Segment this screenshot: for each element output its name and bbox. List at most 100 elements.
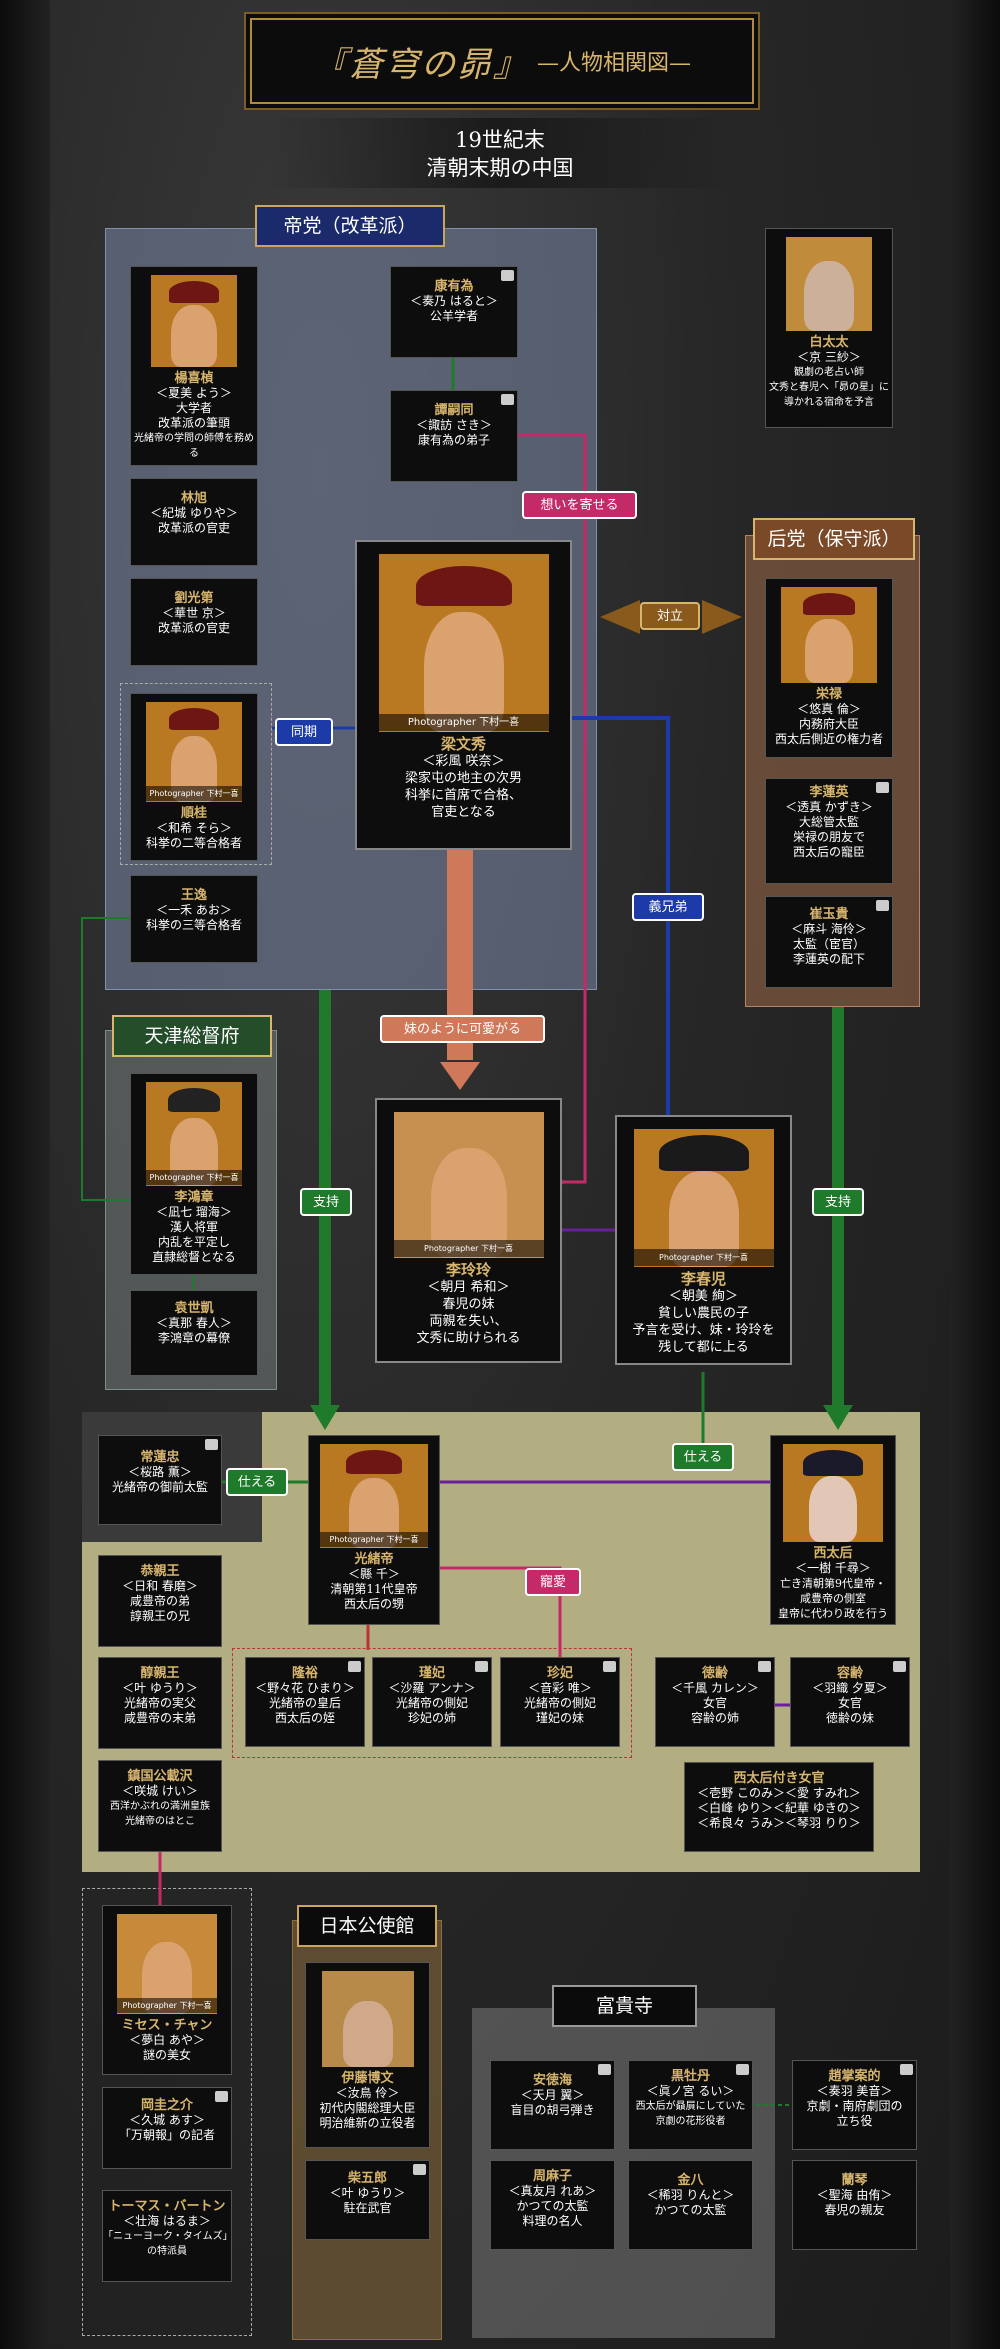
card-an[interactable]: 安徳海 ＜天月 翼＞ 盲目の胡弓弾き bbox=[490, 2060, 615, 2150]
card-tan[interactable]: 譚嗣同 ＜諏訪 さき＞ 康有為の弟子 bbox=[390, 390, 518, 482]
card-zhenguo[interactable]: 鎮国公載沢 ＜咲城 けい＞ 西洋かぶれの満洲皇族 光緒帝のはとこ bbox=[98, 1760, 222, 1852]
card-chun[interactable]: 醇親王 ＜叶 ゆうり＞ 光緒帝の実父 咸豊帝の末弟 bbox=[98, 1657, 222, 1749]
group-chan bbox=[82, 1888, 252, 2336]
card-ronglu[interactable]: 栄禄 ＜悠真 倫＞ 内務府大臣 西太后側近の権力者 bbox=[765, 578, 893, 758]
card-chunr[interactable]: Photographer 下村一喜 李春児 ＜朝美 絢＞ 貧しい農民の子 予言を… bbox=[615, 1115, 792, 1365]
person-desc: 漢人将軍 bbox=[169, 1220, 218, 1234]
card-heimudan[interactable]: 黒牡丹 ＜眞ノ宮 るい＞ 西太后が贔屓にしていた 京劇の花形役者 bbox=[628, 2060, 753, 2150]
person-cast: ＜麻斗 海伶＞ bbox=[791, 922, 867, 936]
person-desc: 盲目の胡弓弾き bbox=[510, 2103, 595, 2117]
card-zhao[interactable]: 趙掌案的 ＜奏羽 美音＞ 京劇・南府劇団の 立ち役 bbox=[792, 2060, 917, 2150]
person-desc: 西太后の甥 bbox=[343, 1597, 404, 1611]
person-desc: 春児の妹 bbox=[442, 1297, 495, 1312]
person-name: 常蓮忠 bbox=[140, 1450, 180, 1465]
card-guangxu[interactable]: Photographer 下村一喜 光緒帝 ＜縣 千＞ 清朝第11代皇帝 西太后… bbox=[308, 1435, 440, 1625]
card-shungui[interactable]: Photographer 下村一喜 順桂 ＜和希 そら＞ 科挙の二等合格者 bbox=[130, 693, 258, 861]
person-name: 金八 bbox=[677, 2173, 704, 2188]
card-liu[interactable]: 劉光第 ＜華世 京＞ 改革派の官吏 bbox=[130, 578, 258, 666]
person-cast: ＜透真 かずき＞ bbox=[785, 800, 873, 814]
card-nyokan[interactable]: 西太后付き女官 ＜壱野 このみ＞＜愛 すみれ＞ ＜白峰 ゆり＞＜紀華 ゆきの＞ … bbox=[684, 1762, 874, 1852]
card-oka[interactable]: 岡圭之介 ＜久城 あす＞ 「万朝報」の記者 bbox=[102, 2087, 232, 2169]
card-gong[interactable]: 恭親王 ＜日和 春磨＞ 咸豊帝の弟 諄親王の兄 bbox=[98, 1555, 222, 1647]
card-shiba[interactable]: 柴五郎 ＜叶 ゆうり＞ 駐在武官 bbox=[305, 2160, 430, 2240]
camera-icon bbox=[603, 1661, 616, 1672]
person-name: 光緒帝 bbox=[354, 1552, 394, 1567]
person-desc: かつての太監 bbox=[516, 2199, 589, 2213]
card-yuan[interactable]: 袁世凱 ＜真那 春人＞ 李鴻章の幕僚 bbox=[130, 1290, 258, 1376]
person-desc: 光緒帝の学問の師傅を務める bbox=[134, 433, 254, 459]
person-cast: ＜彩風 咲奈＞ bbox=[422, 754, 505, 769]
badge-chouai: 寵愛 bbox=[525, 1568, 581, 1596]
person-cast: ＜京 三紗＞ bbox=[797, 350, 861, 364]
portrait-cixi bbox=[783, 1444, 883, 1542]
card-lingling[interactable]: Photographer 下村一喜 李玲玲 ＜朝月 希和＞ 春児の妹 両親を失い… bbox=[375, 1098, 562, 1363]
card-ito[interactable]: 伊藤博文 ＜汝鳥 伶＞ 初代内閣総理大臣 明治維新の立役者 bbox=[305, 1962, 430, 2148]
person-cast: ＜奏羽 美音＞ bbox=[816, 2084, 893, 2098]
photo-credit: Photographer 下村一喜 bbox=[378, 714, 549, 731]
badge-shiji-right: 支持 bbox=[812, 1188, 864, 1216]
person-cast: ＜諏訪 さき＞ bbox=[416, 418, 492, 432]
card-deling[interactable]: 徳齢 ＜千風 カレン＞ 女官 容齢の姉 bbox=[655, 1657, 775, 1747]
person-desc: 李蓮英の配下 bbox=[792, 952, 865, 966]
card-burton[interactable]: トーマス・バートン ＜壮海 はるま＞ 「ニューヨーク・タイムズ」 の特派員 bbox=[102, 2190, 233, 2282]
person-desc: 光緒帝の皇后 bbox=[268, 1696, 341, 1710]
label-japan: 日本公使館 bbox=[297, 1905, 437, 1947]
camera-icon bbox=[348, 1661, 361, 1672]
portrait-bai bbox=[786, 237, 872, 331]
badge-tsukaeru-right: 仕える bbox=[672, 1443, 734, 1471]
person-desc: 大総管太監 bbox=[798, 815, 859, 829]
card-jinba[interactable]: 金八 ＜稀羽 りんと＞ かつての太監 bbox=[628, 2160, 753, 2250]
card-lilianying[interactable]: 李蓮英 ＜透真 かずき＞ 大総管太監 栄禄の朋友で 西太后の寵臣 bbox=[765, 778, 893, 884]
camera-icon bbox=[876, 782, 889, 793]
person-name: 王逸 bbox=[180, 888, 207, 903]
card-lanqin[interactable]: 蘭琴 ＜聖海 由侑＞ 春児の親友 bbox=[792, 2160, 917, 2250]
person-name: 李玲玲 bbox=[445, 1261, 491, 1279]
person-desc: 直隷総督となる bbox=[152, 1250, 236, 1264]
person-cast: ＜夢白 あや＞ bbox=[129, 2033, 205, 2047]
person-cast: ＜朝月 希和＞ bbox=[427, 1280, 510, 1295]
card-longyu[interactable]: 隆裕 ＜野々花 ひまり＞ 光緒帝の皇后 西太后の姪 bbox=[245, 1657, 365, 1747]
card-cixi[interactable]: 西太后 ＜一樹 千尋＞ 亡き清朝第9代皇帝・ 咸豊帝の側室 皇帝に代わり政を行う bbox=[770, 1435, 896, 1625]
card-zhoumazi[interactable]: 周麻子 ＜真友月 れあ＞ かつての太監 料理の名人 bbox=[490, 2160, 615, 2250]
card-wangyi[interactable]: 王逸 ＜一禾 あお＞ 科挙の三等合格者 bbox=[130, 875, 258, 963]
person-name: 李蓮英 bbox=[809, 785, 849, 800]
person-name: 劉光第 bbox=[174, 591, 214, 606]
person-cast: ＜夏美 よう＞ bbox=[156, 386, 232, 400]
card-liang[interactable]: Photographer 下村一喜 梁文秀 ＜彩風 咲奈＞ 梁家屯の地主の次男 … bbox=[355, 540, 572, 850]
person-desc: 「万朝報」の記者 bbox=[118, 2128, 215, 2142]
card-zhen[interactable]: 珍妃 ＜音彩 唯＞ 光緒帝の側妃 瑾妃の妹 bbox=[500, 1657, 620, 1747]
person-desc: 太監（宦官） bbox=[792, 937, 865, 951]
photo-credit: Photographer 下村一喜 bbox=[633, 1249, 774, 1266]
badge-tsukaeru-left: 仕える bbox=[226, 1468, 288, 1496]
card-lin[interactable]: 林旭 ＜紀城 ゆりや＞ 改革派の官吏 bbox=[130, 478, 258, 566]
person-desc: 京劇の花形役者 bbox=[655, 2116, 726, 2127]
person-desc: 皇帝に代わり政を行う bbox=[778, 1607, 888, 1620]
card-rongling[interactable]: 容齢 ＜羽織 夕夏＞ 女官 徳齢の妹 bbox=[790, 1657, 910, 1747]
person-desc: 清朝第11代皇帝 bbox=[330, 1582, 418, 1596]
portrait-liang: Photographer 下村一喜 bbox=[378, 554, 549, 732]
person-desc: 立ち役 bbox=[836, 2114, 873, 2128]
card-yang[interactable]: 楊喜楨 ＜夏美 よう＞ 大学者 改革派の筆頭 光緒帝の学問の師傅を務める bbox=[130, 266, 258, 466]
person-name: 西太后 bbox=[813, 1546, 853, 1561]
photo-credit: Photographer 下村一喜 bbox=[117, 1998, 217, 2013]
card-chang[interactable]: 常蓮忠 ＜桜路 薫＞ 光緒帝の御前太監 bbox=[98, 1435, 222, 1525]
card-bai[interactable]: 白太太 ＜京 三紗＞ 観劇の老占い師 文秀と春児へ「昴の星」に 導かれる宿命を予… bbox=[765, 228, 893, 428]
person-cast: ＜沙羅 アンナ＞ bbox=[388, 1681, 476, 1695]
card-lihongzhang[interactable]: Photographer 下村一喜 李鴻章 ＜凪七 瑠海＞ 漢人将軍 内乱を平定… bbox=[130, 1073, 258, 1275]
card-kang[interactable]: 康有為 ＜奏乃 はると＞ 公羊学者 bbox=[390, 266, 518, 358]
person-name: 黒牡丹 bbox=[670, 2069, 710, 2084]
portrait-chan: Photographer 下村一喜 bbox=[117, 1914, 217, 2014]
person-desc: 春児の親友 bbox=[824, 2203, 885, 2217]
camera-icon bbox=[215, 2091, 228, 2102]
card-chan[interactable]: Photographer 下村一喜 ミセス・チャン ＜夢白 あや＞ 謎の美女 bbox=[102, 1905, 232, 2075]
person-desc: 文秀と春児へ「昴の星」に bbox=[769, 382, 889, 393]
title-box: 『蒼穹の昴』 —人物相関図— bbox=[250, 18, 754, 104]
portrait-guangxu: Photographer 下村一喜 bbox=[320, 1444, 428, 1548]
person-desc: 謎の美女 bbox=[142, 2048, 191, 2062]
person-name: 周麻子 bbox=[532, 2169, 572, 2184]
person-desc: 咸豊帝の末弟 bbox=[123, 1711, 196, 1725]
person-cast: ＜壱野 このみ＞＜愛 すみれ＞ bbox=[697, 1786, 861, 1800]
card-cui[interactable]: 崔玉貴 ＜麻斗 海伶＞ 太監（宦官） 李蓮英の配下 bbox=[765, 896, 893, 988]
portrait-yang bbox=[151, 275, 237, 367]
card-jin[interactable]: 瑾妃 ＜沙羅 アンナ＞ 光緒帝の側妃 珍妃の姉 bbox=[372, 1657, 492, 1747]
